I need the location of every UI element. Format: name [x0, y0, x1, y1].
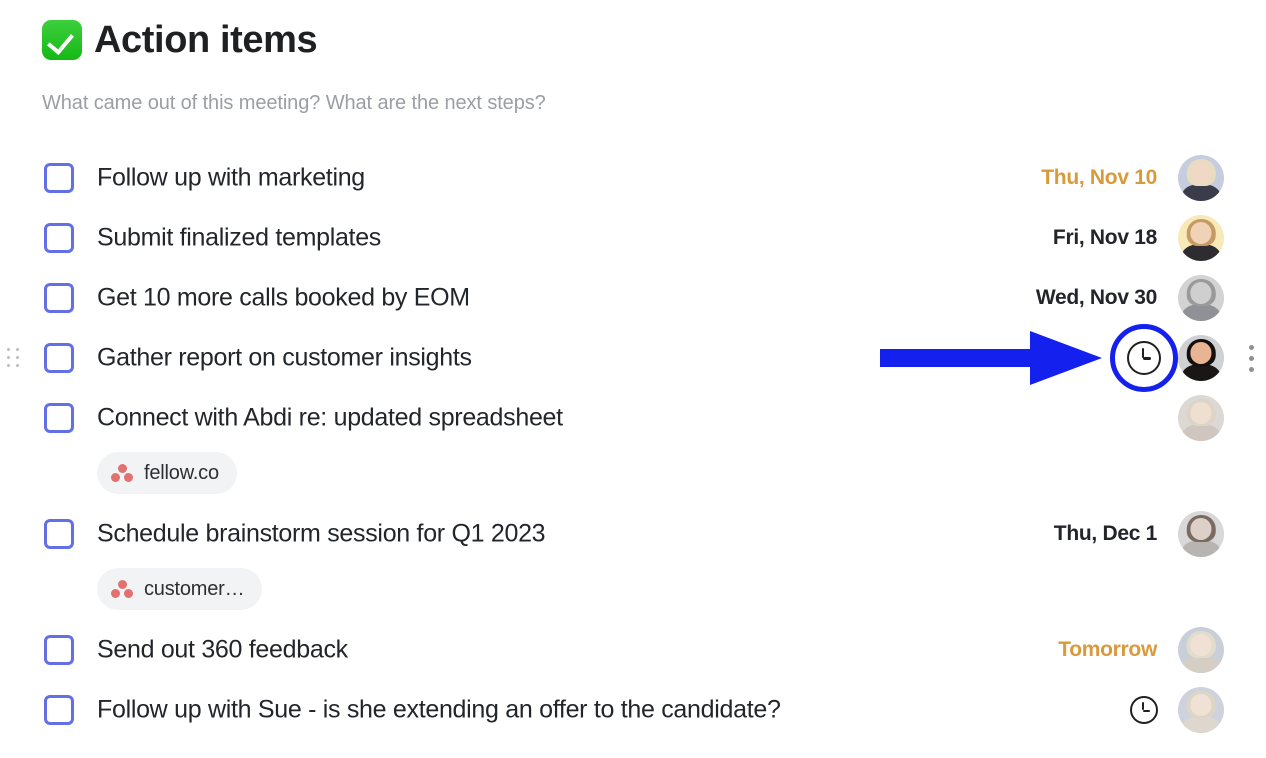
avatar-image: [1178, 275, 1224, 321]
due-date-clock-icon[interactable]: [1127, 341, 1161, 375]
assignee-avatar[interactable]: [1178, 155, 1224, 201]
task-checkbox[interactable]: [44, 695, 74, 725]
task-title[interactable]: Follow up with marketing: [97, 163, 365, 192]
avatar-image: [1178, 215, 1224, 261]
avatar-image: [1178, 627, 1224, 673]
integration-tag-label: customer…: [144, 577, 245, 600]
assignee-avatar[interactable]: [1178, 215, 1224, 261]
action-items-list: Follow up with marketing Thu, Nov 10 Submi…: [0, 148, 1266, 740]
action-item-row[interactable]: Submit finalized templates Fri, Nov 18: [0, 208, 1266, 268]
task-title[interactable]: Get 10 more calls booked by EOM: [97, 283, 470, 312]
task-tag-row: fellow.co: [0, 448, 1266, 504]
action-item-row[interactable]: Follow up with marketing Thu, Nov 10: [0, 148, 1266, 208]
task-title[interactable]: Submit finalized templates: [97, 223, 382, 252]
integration-tag-label: fellow.co: [144, 461, 219, 484]
assignee-avatar[interactable]: [1178, 511, 1224, 557]
integration-tag-chip[interactable]: customer…: [97, 568, 263, 610]
assignee-avatar[interactable]: [1178, 395, 1224, 441]
action-item-row[interactable]: Connect with Abdi re: updated spreadshee…: [0, 388, 1266, 448]
avatar-image: [1178, 155, 1224, 201]
action-item-row[interactable]: Get 10 more calls booked by EOM Wed, Nov …: [0, 268, 1266, 328]
due-date-label[interactable]: Wed, Nov 30: [1035, 286, 1157, 309]
avatar-image: [1178, 395, 1224, 441]
page-header: Action items: [42, 18, 318, 62]
task-title[interactable]: Schedule brainstorm session for Q1 2023: [97, 519, 546, 548]
page-subtitle: What came out of this meeting? What are …: [42, 92, 546, 114]
task-tag-row: customer…: [0, 564, 1266, 620]
task-title[interactable]: Connect with Abdi re: updated spreadshee…: [97, 403, 563, 432]
assignee-avatar[interactable]: [1178, 335, 1224, 381]
white-check-mark-icon: [42, 20, 82, 60]
integration-tag-chip[interactable]: fellow.co: [97, 452, 237, 494]
assignee-avatar[interactable]: [1178, 687, 1224, 733]
task-checkbox[interactable]: [44, 343, 74, 373]
due-date-label[interactable]: Thu, Dec 1: [1053, 522, 1158, 545]
due-date-clock-icon[interactable]: [1130, 696, 1158, 724]
task-checkbox[interactable]: [44, 519, 74, 549]
task-title[interactable]: Follow up with Sue - is she extending an…: [97, 695, 781, 724]
task-title[interactable]: Gather report on customer insights: [97, 343, 472, 372]
task-title[interactable]: Send out 360 feedback: [97, 635, 348, 664]
avatar-image: [1178, 335, 1224, 381]
page-title: Action items: [94, 19, 318, 61]
task-checkbox[interactable]: [44, 283, 74, 313]
due-date-label[interactable]: Thu, Nov 10: [1041, 166, 1157, 189]
due-date-label[interactable]: Fri, Nov 18: [1052, 226, 1157, 249]
blue-arrow-annotation: [880, 331, 1102, 385]
task-checkbox[interactable]: [44, 163, 74, 193]
action-item-row[interactable]: Gather report on customer insights: [0, 324, 1266, 392]
avatar-image: [1178, 687, 1224, 733]
asana-icon: [111, 464, 133, 482]
task-checkbox[interactable]: [44, 223, 74, 253]
assignee-avatar[interactable]: [1178, 627, 1224, 673]
action-item-row[interactable]: Send out 360 feedback Tomorrow: [0, 620, 1266, 680]
task-checkbox[interactable]: [44, 403, 74, 433]
action-item-row[interactable]: Schedule brainstorm session for Q1 2023 T…: [0, 504, 1266, 564]
task-checkbox[interactable]: [44, 635, 74, 665]
asana-icon: [111, 580, 133, 598]
more-options-icon[interactable]: [1248, 343, 1254, 373]
avatar-image: [1178, 511, 1224, 557]
highlight-ring-annotation: [1110, 324, 1178, 392]
action-item-row[interactable]: Follow up with Sue - is she extending an…: [0, 680, 1266, 740]
drag-handle-icon[interactable]: [6, 348, 20, 368]
due-date-label[interactable]: Tomorrow: [1058, 638, 1157, 661]
assignee-avatar[interactable]: [1178, 275, 1224, 321]
